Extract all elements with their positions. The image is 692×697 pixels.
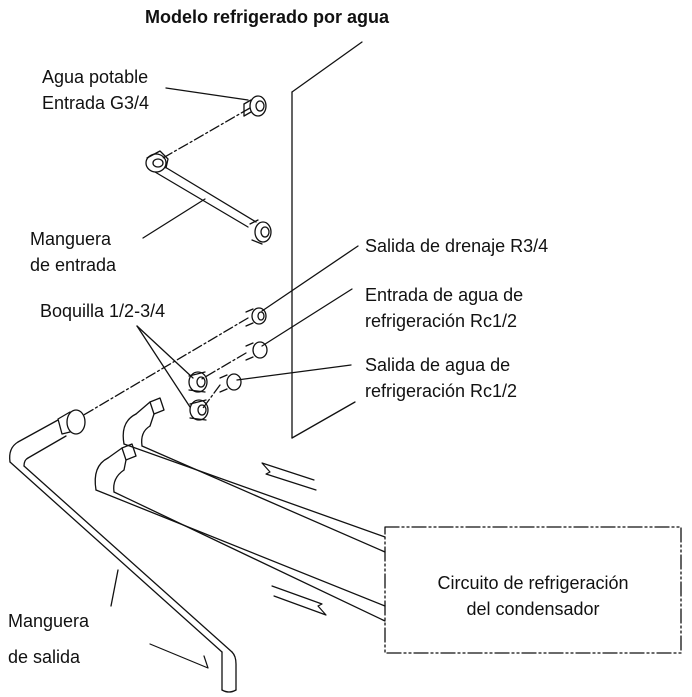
outlet-hose-label: Manguera de salida <box>8 608 89 670</box>
condenser-circuit-label: Circuito de refrigeración del condensado… <box>385 570 681 622</box>
cooling-outlet-label-line1: Salida de agua de <box>365 355 511 375</box>
nozzle-upper <box>188 371 208 393</box>
inlet-hose-label: Manguera de entrada <box>30 226 116 278</box>
cooling-outlet-label-line2: refrigeración Rc1/2 <box>365 381 518 401</box>
potable-water-inlet-label: Agua potable Entrada G3/4 <box>42 64 149 116</box>
potable-water-label-line2: Entrada G3/4 <box>42 93 150 113</box>
cooling-inlet-label: Entrada de agua de refrigeración Rc1/2 <box>365 282 523 334</box>
machine-body <box>291 41 363 439</box>
drain-outlet-fitting <box>245 307 267 327</box>
cooling-outlet-label: Salida de agua de refrigeración Rc1/2 <box>365 352 517 404</box>
condenser-circuit-label-line2: del condensador <box>466 599 600 619</box>
cooling-supply-pipe <box>122 397 386 553</box>
cooling-inlet-centerline <box>199 352 247 381</box>
drain-centerline <box>81 317 249 417</box>
inlet-centerline <box>162 107 251 159</box>
supply-flow-arrow-icon <box>271 585 327 616</box>
leader-lines <box>110 87 359 607</box>
return-flow-arrow-icon <box>261 462 317 491</box>
inlet-hose <box>145 150 272 245</box>
condenser-circuit-label-line1: Circuito de refrigeración <box>437 573 629 593</box>
inlet-hose-label-line1: Manguera <box>30 229 112 249</box>
outlet-hose-label-line2: de salida <box>8 647 81 667</box>
drain-outlet-label-text: Salida de drenaje R3/4 <box>365 236 549 256</box>
cooling-outlet-fitting <box>219 373 242 393</box>
drain-outlet-label: Salida de drenaje R3/4 <box>365 233 548 259</box>
potable-water-label-line1: Agua potable <box>42 67 149 87</box>
nozzle-lower <box>189 399 209 421</box>
cooling-inlet-label-line1: Entrada de agua de <box>365 285 524 305</box>
drain-flow-arrow-icon <box>149 643 209 669</box>
diagram-title: Modelo refrigerado por agua <box>145 7 390 27</box>
condenser-circuit-box <box>384 526 682 654</box>
cooling-return-pipe <box>94 443 386 622</box>
flow-arrows <box>149 462 327 669</box>
inlet-hose-label-line2: de entrada <box>30 255 117 275</box>
outlet-hose <box>9 409 237 693</box>
cooling-inlet-label-line2: refrigeración Rc1/2 <box>365 311 518 331</box>
cooling-inlet-fitting <box>245 341 268 361</box>
outlet-hose-label-line1: Manguera <box>8 611 90 631</box>
potable-water-inlet-fitting <box>243 95 267 117</box>
nozzle-label: Boquilla 1/2-3/4 <box>40 298 165 324</box>
nozzle-label-text: Boquilla 1/2-3/4 <box>40 301 166 321</box>
